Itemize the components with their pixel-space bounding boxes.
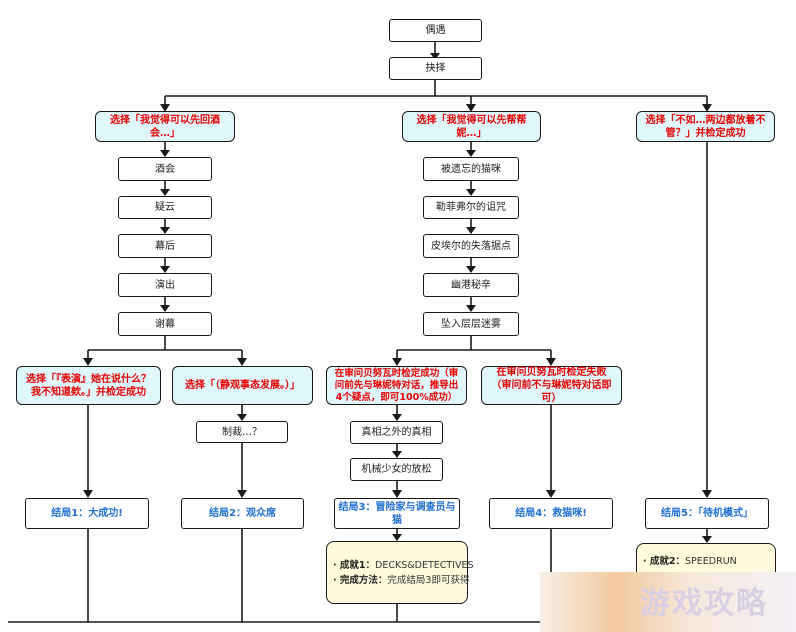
node-forgotten-cat: 被遗忘的猫咪 (423, 157, 519, 181)
choice-observe: 选择「（静观事态发展。）」 (172, 366, 313, 405)
ending-1: 结局1：大成功! (25, 498, 149, 529)
node-meet: 偶遇 (389, 19, 482, 42)
watermark-text: 游戏攻略 (640, 586, 768, 621)
ach2-label: · 成就2： (643, 556, 686, 567)
achievement-1: · 成就1：DECKS&DETECTIVES · 完成方法：完成结局3即可获得 (326, 541, 474, 604)
ach1-value: DECKS&DETECTIVES (375, 559, 474, 571)
choice-performance-unknown: 选择「『表演』她在说什么？我不知道欸。」并检定成功 (16, 366, 161, 405)
node-lefevre-curse: 勒菲弗尔的诅咒 (423, 196, 519, 219)
choice-help-nilou: 选择「我觉得可以先帮帮妮…」 (402, 111, 541, 142)
ending-2: 结局2：观众席 (181, 498, 304, 529)
ach2-value: SPEEDRUN (685, 556, 737, 567)
node-sanction: 制裁…？ (196, 421, 288, 443)
ach1-label: · 成就1： (333, 559, 376, 571)
choice-interrogate-fail: 在审问贝努瓦时检定失败（审问前不与琳妮特对话即可） (481, 366, 622, 405)
node-mist: 坠入层层迷雾 (423, 312, 519, 336)
ending-4: 结局4：救猫咪! (489, 498, 613, 529)
node-truth-beyond: 真相之外的真相 (350, 421, 443, 444)
node-harbor-secret: 幽港秘辛 (423, 273, 519, 297)
ending-3: 结局3：冒险家与调查员与猫 (334, 498, 460, 529)
choice-leave-both: 选择「不如…两边都放着不管？」并检定成功 (636, 111, 775, 142)
node-choose: 抉择 (389, 57, 482, 80)
choice-interrogate-success: 在审问贝努瓦时检定成功（审问前先与琳妮特对话，推导出4个疑点，即可100%成功） (326, 366, 467, 405)
watermark-gradient (540, 572, 796, 632)
node-pierre-stronghold: 皮埃尔的失落据点 (423, 234, 519, 258)
node-mech-girl: 机械少女的放松 (350, 458, 443, 481)
node-backstage: 幕后 (118, 234, 212, 258)
node-performance: 演出 (118, 273, 212, 297)
choice-return-party: 选择「我觉得可以先回酒会…」 (95, 111, 235, 142)
ending-5: 结局5：「待机模式」 (645, 498, 769, 529)
node-curtain-call: 谢幕 (118, 312, 212, 336)
ach1-how-label: · 完成方法： (333, 574, 388, 586)
ach1-how-value: 完成结局3即可获得 (387, 574, 470, 586)
node-banquet: 酒会 (118, 157, 212, 181)
node-suspicion: 疑云 (118, 196, 212, 219)
